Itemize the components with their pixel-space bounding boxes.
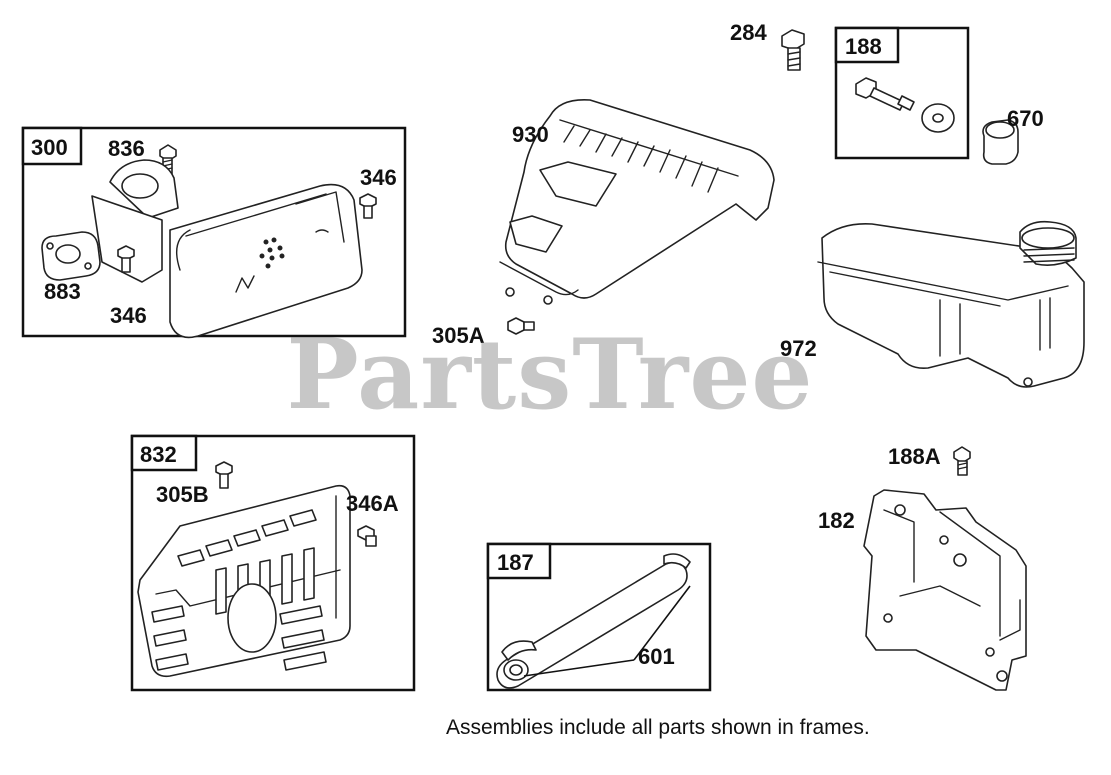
callout-305A: 305A: [432, 323, 485, 348]
callout-670: 670: [1007, 106, 1044, 131]
callout-305B: 305B: [156, 482, 209, 507]
frame-188: 188: [834, 26, 970, 160]
frame-300: 300: [21, 126, 407, 339]
callout-972: 972: [780, 336, 817, 361]
frame-832: 832: [130, 434, 416, 692]
leader-601-upper: [633, 585, 691, 661]
callout-346-upper: 346: [360, 165, 397, 190]
screw-346-upper-drawing: [359, 193, 377, 219]
callout-346A: 346A: [346, 491, 399, 516]
callout-346-lower: 346: [110, 303, 147, 328]
frame-187: 187 601: [486, 542, 712, 692]
muffler-guard-drawing: [137, 484, 351, 678]
cover-930-drawing: [499, 99, 775, 305]
gasket-883-drawing: [41, 231, 101, 281]
leader-601-lower: [523, 659, 635, 677]
bolt-188A-drawing: [953, 446, 971, 476]
callout-930: 930: [512, 122, 549, 147]
spacer-670-drawing: [982, 119, 1019, 165]
fuel-line-drawing: [496, 553, 691, 689]
assembly-note: Assemblies include all parts shown in fr…: [446, 716, 870, 739]
callout-601: 601: [638, 644, 675, 669]
shoulder-bolt-drawing: [855, 77, 915, 111]
fuel-tank-972-drawing: [817, 220, 1085, 388]
frame-label-300: 300: [31, 135, 68, 160]
bracket-182-drawing: [863, 489, 1027, 691]
callout-883: 883: [44, 279, 81, 304]
screw-305B-drawing: [215, 461, 233, 489]
screw-346A-drawing: [357, 525, 377, 547]
frame-label-187: 187: [497, 550, 534, 575]
screw-305A-drawing: [507, 317, 535, 335]
callout-182: 182: [818, 508, 855, 533]
callout-188A: 188A: [888, 444, 941, 469]
washer-drawing: [921, 103, 955, 133]
bolt-284-drawing: [781, 29, 805, 71]
frame-label-188: 188: [845, 34, 882, 59]
screw-346-lower-drawing: [117, 245, 135, 273]
callout-836: 836: [108, 136, 145, 161]
callout-284: 284: [730, 20, 767, 45]
frame-label-832: 832: [140, 442, 177, 467]
muffler-drawing: [91, 159, 363, 339]
